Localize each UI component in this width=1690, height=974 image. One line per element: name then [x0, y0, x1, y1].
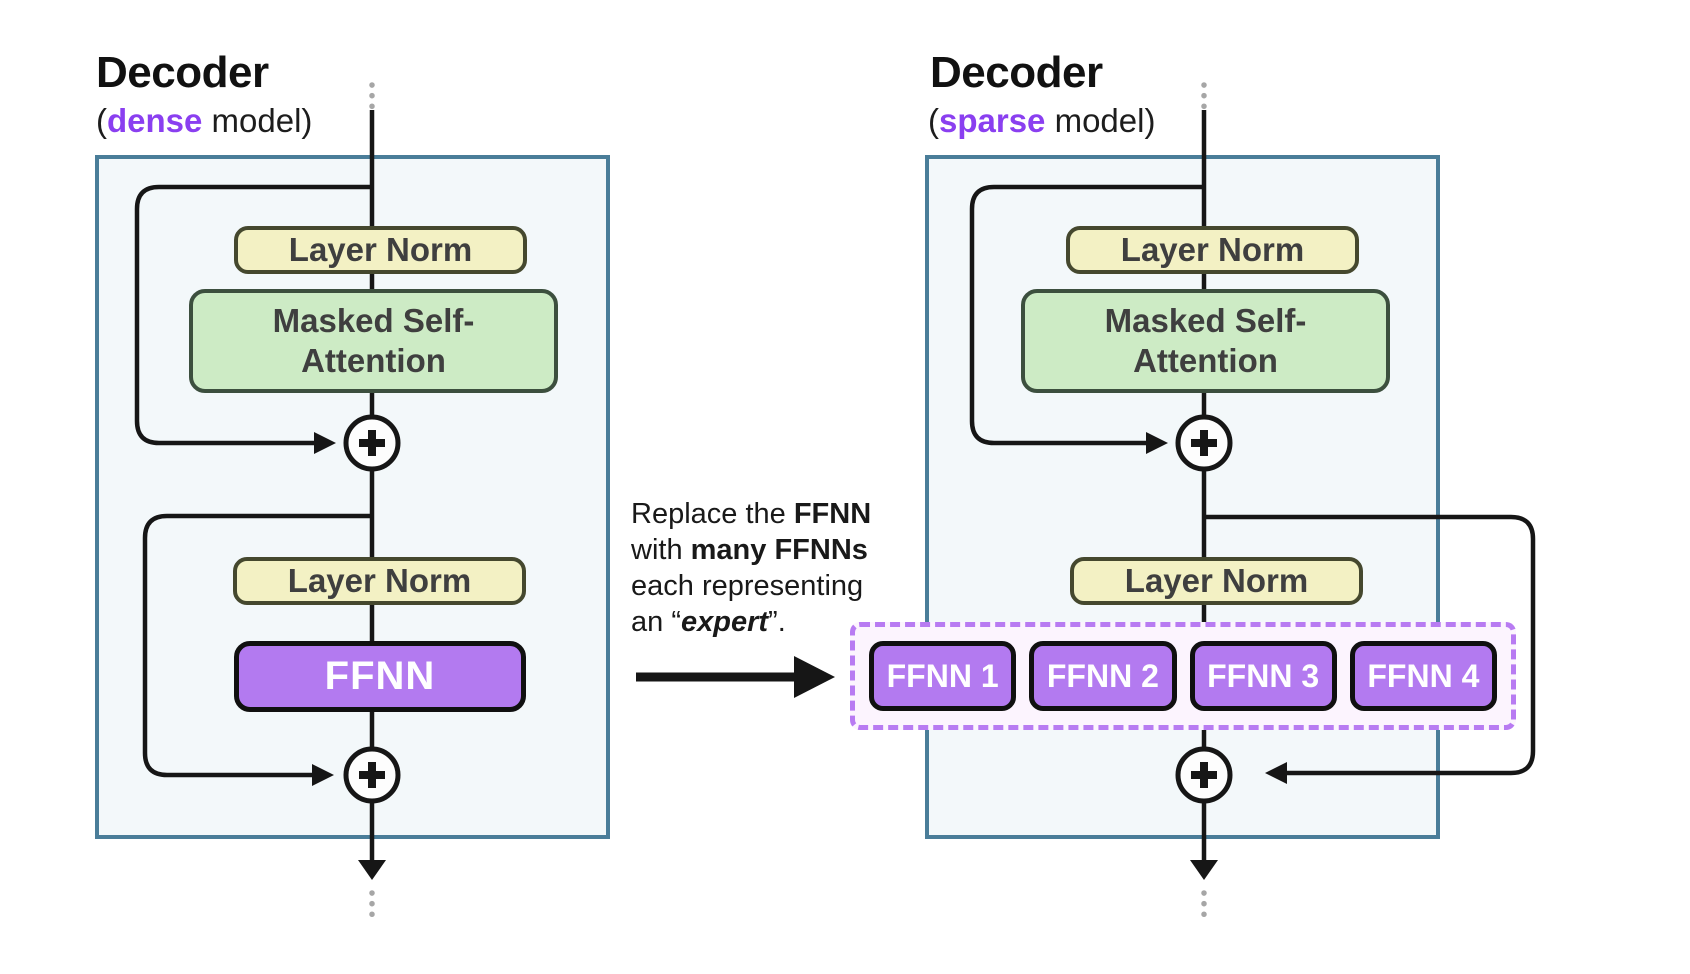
masked-self-attention-block: Masked Self-Attention [1021, 289, 1390, 393]
residual-add-node [1175, 414, 1233, 472]
sparse-decoder-subtitle: (sparse model) [928, 102, 1155, 140]
skip-connection-wire-right-2 [1204, 514, 1536, 776]
right-arrow-icon-right-skip1 [1146, 432, 1168, 454]
right-arrow-icon-left-skip1 [314, 432, 336, 454]
down-arrow-icon-left [358, 860, 386, 880]
subtitle-accent-sparse: sparse [939, 102, 1046, 139]
subtitle-suffix: model) [1045, 102, 1156, 139]
layer-norm-block: Layer Norm [1066, 226, 1359, 274]
layer-norm-block: Layer Norm [1070, 557, 1363, 605]
down-arrow-icon-right [1190, 860, 1218, 880]
add-icon [359, 762, 385, 788]
subtitle-accent-dense: dense [107, 102, 203, 139]
layer-norm-block: Layer Norm [234, 226, 527, 274]
skip-connection-wire-left-1 [134, 184, 372, 446]
left-arrow-icon-right-skip2 [1265, 762, 1287, 784]
subtitle-prefix: ( [928, 102, 939, 139]
sparse-decoder-title: Decoder [930, 48, 1103, 97]
subtitle-prefix: ( [96, 102, 107, 139]
residual-add-node [343, 746, 401, 804]
layer-norm-block: Layer Norm [233, 557, 526, 605]
residual-add-node [1175, 746, 1233, 804]
annotation-line: each representing [631, 570, 864, 602]
expert-block-ffnn-2: FFNN 2 [1029, 641, 1177, 711]
skip-connection-wire-right-1 [969, 184, 1204, 446]
skip-connection-wire-left-2 [142, 513, 372, 778]
add-icon [1191, 430, 1217, 456]
annotation-line: an “expert”. [631, 606, 786, 638]
residual-add-node [343, 414, 401, 472]
add-icon [359, 430, 385, 456]
dense-decoder-subtitle: (dense model) [96, 102, 312, 140]
transform-arrow-head [794, 656, 835, 698]
expert-block-ffnn-1: FFNN 1 [869, 641, 1017, 711]
masked-self-attention-block: Masked Self-Attention [189, 289, 558, 393]
expert-block-ffnn-3: FFNN 3 [1189, 641, 1337, 711]
right-arrow-icon-left-skip2 [312, 764, 334, 786]
annotation-text: Replace the FFNN with many FFNNs each re… [631, 496, 891, 640]
expert-container: FFNN 1 FFNN 2 FFNN 3 FFNN 4 [850, 622, 1516, 730]
ffnn-block: FFNN [234, 641, 526, 712]
subtitle-suffix: model) [202, 102, 313, 139]
expert-block-ffnn-4: FFNN 4 [1349, 641, 1497, 711]
annotation-line: with many FFNNs [631, 534, 868, 566]
dense-decoder-title: Decoder [96, 48, 269, 97]
annotation-line: Replace the FFNN [631, 498, 872, 530]
add-icon [1191, 762, 1217, 788]
